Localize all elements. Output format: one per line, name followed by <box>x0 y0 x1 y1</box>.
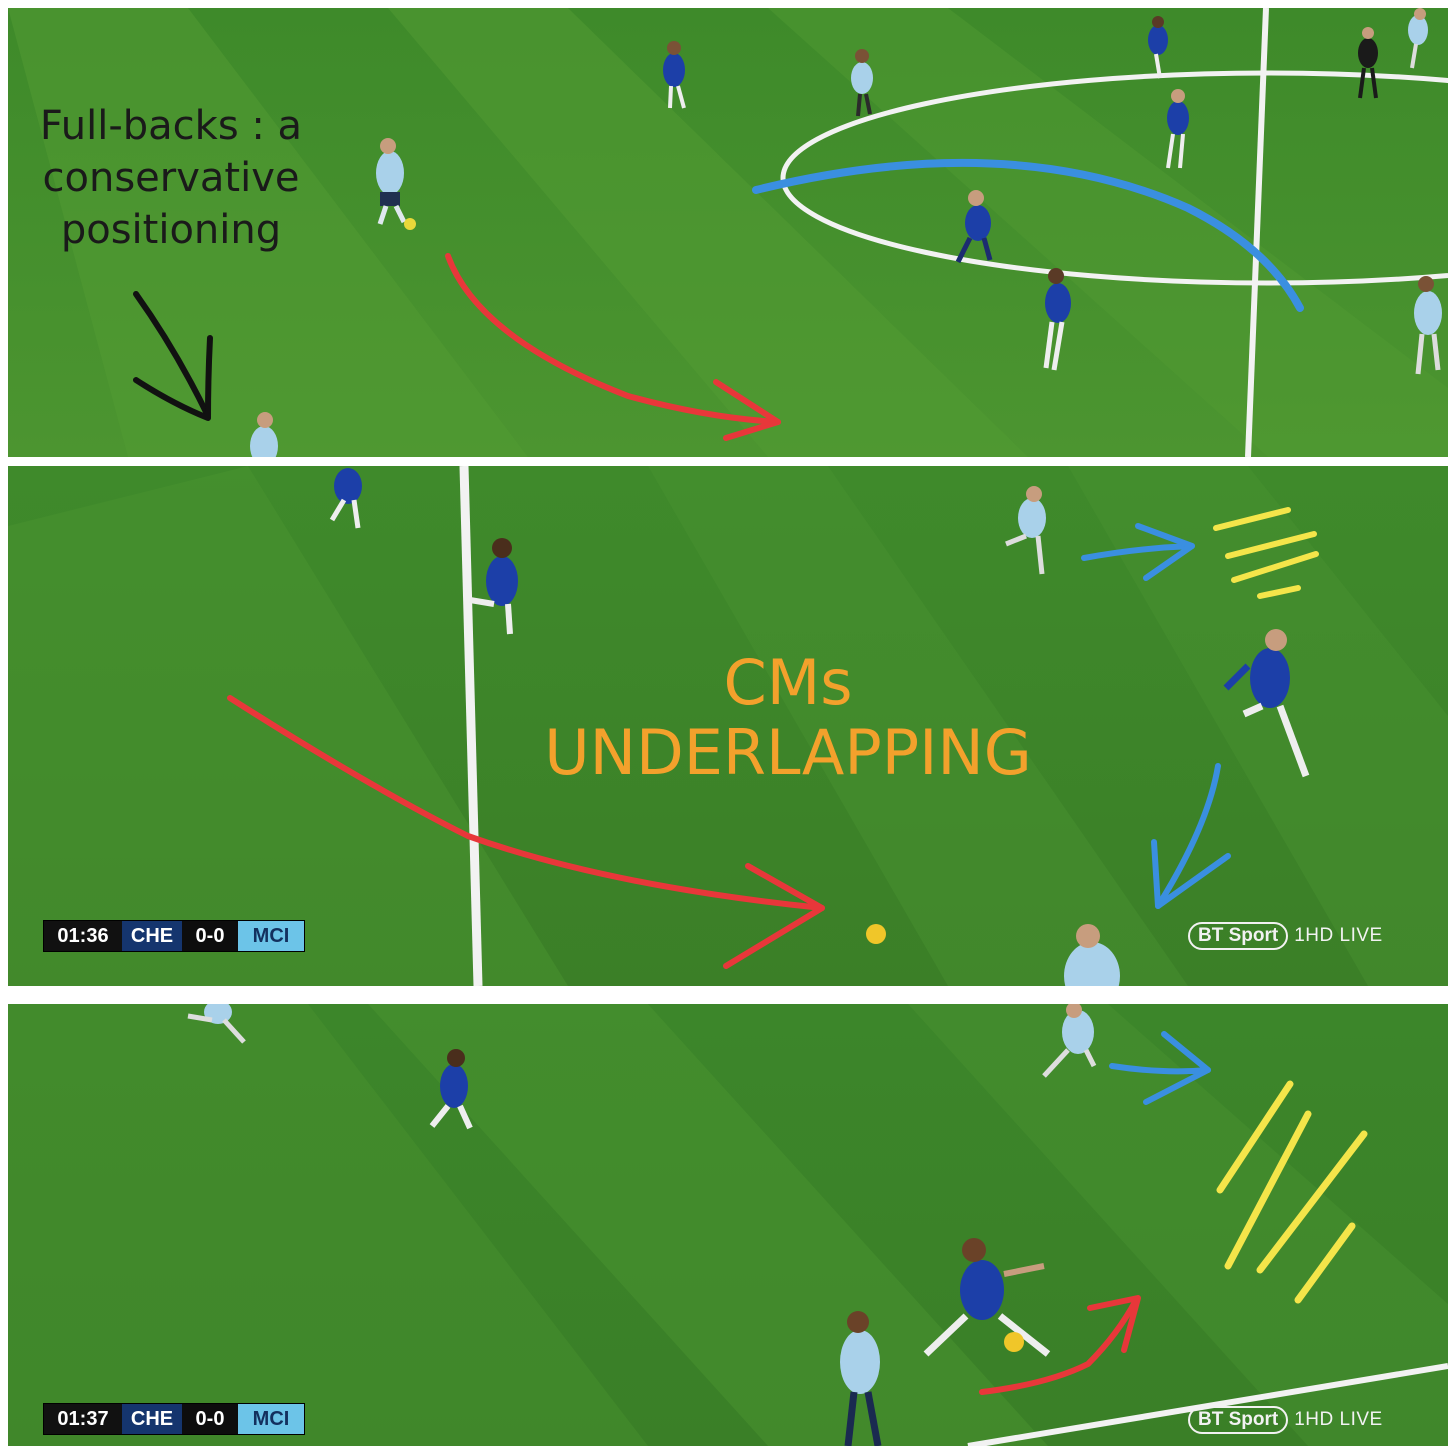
channel-label: 1HD LIVE <box>1294 925 1383 946</box>
player-chelsea-2 <box>955 190 993 264</box>
centre-circle <box>780 70 1448 286</box>
blue-curve-top <box>752 158 1304 312</box>
broadcaster-bug-bottom: BT Sport 1HD LIVE <box>1188 1406 1383 1434</box>
match-clock: 01:36 <box>44 921 122 951</box>
red-arrow-top <box>445 253 781 441</box>
referee <box>1358 27 1378 99</box>
ball-middle <box>866 924 886 944</box>
broadcaster-bug-middle: BT Sport 1HD LIVE <box>1188 922 1383 950</box>
away-team: MCI <box>238 1404 304 1434</box>
home-team: CHE <box>122 1404 182 1434</box>
bt-sport-logo: BT Sport <box>1188 922 1289 950</box>
match-clock: 01:37 <box>44 1404 122 1434</box>
pitch-image-middle <box>8 466 1448 986</box>
red-arrow-bottom <box>979 1295 1141 1395</box>
home-team: CHE <box>122 921 182 951</box>
player-chelsea-8 <box>429 1049 473 1130</box>
player-chelsea-willian <box>469 538 518 635</box>
scoreboard-bottom: 01:37 CHE 0-0 MCI <box>44 1404 304 1434</box>
blue-arrow-middle-lower <box>1151 763 1231 909</box>
player-city-5 <box>1064 924 1120 986</box>
player-chelsea-5 <box>1148 16 1168 79</box>
frame-bottom: 01:37 CHE 0-0 MCI BT Sport 1HD LIVE <box>8 1004 1448 1446</box>
yellow-speed-lines-middle <box>1213 507 1319 599</box>
bt-sport-logo: BT Sport <box>1188 1406 1289 1434</box>
cms-underlapping-annotation: CMs UNDERLAPPING <box>508 648 1068 788</box>
blue-arrow-middle-upper <box>1081 523 1195 581</box>
score: 0-0 <box>182 921 238 951</box>
player-city-3 <box>1414 276 1442 375</box>
player-city-1 <box>851 49 873 117</box>
annotation-line-cms: CMs <box>723 646 853 719</box>
player-chelsea-6 <box>329 468 362 529</box>
player-city-2 <box>1408 8 1428 69</box>
halfway-line <box>1245 8 1269 457</box>
scoreboard-middle: 01:36 CHE 0-0 MCI <box>44 921 304 951</box>
red-arrow-middle <box>227 695 825 969</box>
player-chelsea-3 <box>1043 268 1071 371</box>
pitch-image-top <box>8 8 1448 457</box>
ball-bottom <box>1004 1332 1024 1352</box>
score: 0-0 <box>182 1404 238 1434</box>
pitch-image-bottom <box>8 1004 1448 1446</box>
player-chelsea-alonso <box>923 1238 1051 1357</box>
channel-label: 1HD LIVE <box>1294 1409 1383 1430</box>
blue-arrow-bottom <box>1109 1031 1211 1105</box>
player-chelsea-1 <box>663 41 686 109</box>
annotation-line-underlapping: UNDERLAPPING <box>544 716 1032 789</box>
player-city-7 <box>1042 1004 1097 1078</box>
player-city-4 <box>1005 486 1046 575</box>
yellow-speed-lines-bottom <box>1216 1080 1368 1304</box>
halfway-line-middle <box>459 466 483 986</box>
fullback-annotation: Full-backs : a conservative positioning <box>39 103 303 253</box>
frame-middle: CMs UNDERLAPPING 01:36 CHE 0-0 MCI BT Sp… <box>8 466 1448 986</box>
player-chelsea-7 <box>1223 629 1310 778</box>
player-chelsea-4 <box>1166 89 1189 169</box>
player-city-passer <box>376 138 407 225</box>
player-city-8 <box>840 1311 882 1446</box>
player-city-6 <box>187 1004 246 1044</box>
player-city-fullback <box>250 412 278 457</box>
black-arrow <box>133 291 213 421</box>
away-team: MCI <box>238 921 304 951</box>
ball-top <box>404 218 416 230</box>
frame-top: Full-backs : a conservative positioning <box>8 8 1448 457</box>
